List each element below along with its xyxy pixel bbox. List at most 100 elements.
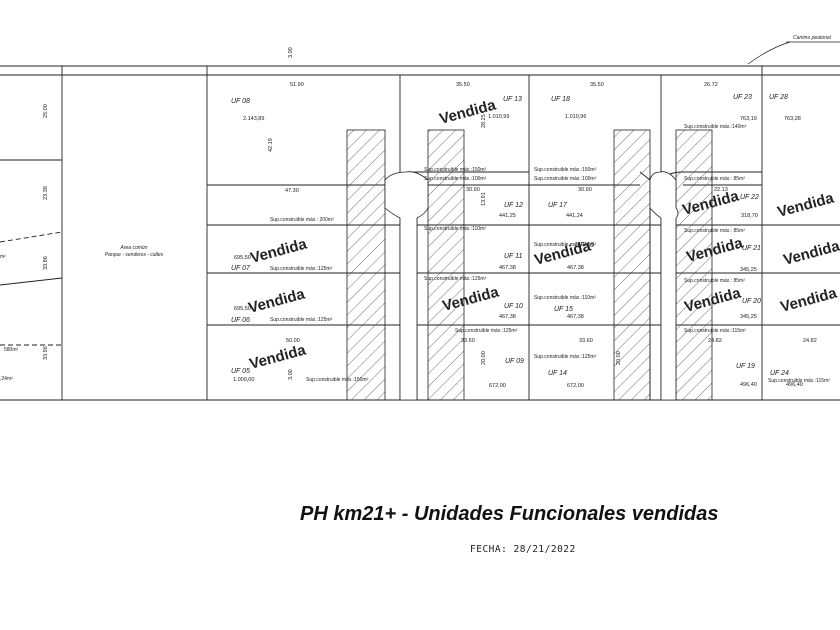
left-edge-labels: m² 580m² ,24m² xyxy=(0,254,19,382)
uf-05-sup: Sup.construible máx.:150m² xyxy=(306,377,369,383)
uf-07-sup: Sup.construible máx.:125m² xyxy=(270,266,333,272)
uf-17-sup: Sup.construible máx.:100m² xyxy=(534,176,597,182)
dim-24: 33.96 xyxy=(43,346,49,360)
path-leader xyxy=(747,41,840,65)
uf-14-area: 672,00 xyxy=(567,383,584,389)
uf-28-label: UF 28 xyxy=(769,94,788,101)
dim-11: 22.13 xyxy=(714,187,728,193)
site-plan: 3.00 51.90 35.50 35.50 26.72 25.00 42.19… xyxy=(0,35,840,401)
dimension-labels: 3.00 51.90 35.50 35.50 26.72 25.00 42.19… xyxy=(43,47,817,380)
uf-17-area: 441,24 xyxy=(566,213,583,219)
uf-22-sup: Sup.construible máx.: 85m² xyxy=(684,176,745,182)
uf-08-label: UF 08 xyxy=(231,98,250,105)
uf-20-sup: Sup.construible máx.: 85m² xyxy=(684,278,745,284)
uf-10-area: 467,38 xyxy=(499,314,516,320)
uf-20-area: 345,25 xyxy=(740,314,757,320)
common-area-detail: Parque - senderos - calles xyxy=(105,252,164,258)
uf-21-area: 345,25 xyxy=(740,267,757,273)
uf-14-sup: Sup.construible máx.:125m² xyxy=(534,354,597,360)
left-area-3: ,24m² xyxy=(0,376,13,382)
dim-21: 3.00 xyxy=(288,369,294,380)
dim-7: 42.19 xyxy=(268,138,274,152)
dim-3: 35.50 xyxy=(456,82,470,88)
dim-23: 33.86 xyxy=(43,256,49,270)
uf-11-sup: Sup.construible máx.:110m² xyxy=(424,226,486,232)
left-area-2: 580m² xyxy=(4,347,19,353)
uf-21-sup: Sup.construible máx.: 85m² xyxy=(684,228,745,234)
uf-19-sup: Sup.construible máx.:115m² xyxy=(684,328,746,334)
dim-15: 33.60 xyxy=(461,338,475,344)
dim-12: 28.25 xyxy=(481,114,487,128)
dim-22: 23.38 xyxy=(43,186,49,200)
dim-19: 20.00 xyxy=(481,351,487,365)
uf-15-sup: Sup.construible máx.:110m² xyxy=(534,295,596,301)
uf-16-area: 467,38 xyxy=(567,265,584,271)
uf-08-area: 2.143,89 xyxy=(243,116,264,122)
uf-12-area: 441,25 xyxy=(499,213,516,219)
uf-24-area: 496,40 xyxy=(786,382,803,388)
uf-05-label: UF 05 xyxy=(231,368,250,375)
uf-07-label: UF 07 xyxy=(231,265,251,272)
sold-stamp-uf06: Vendida xyxy=(247,285,308,316)
plan-date: FECHA: 28/21/2022 xyxy=(470,544,576,555)
common-area-label: Area común Parque - senderos - calles Ca… xyxy=(105,35,832,258)
uf-23-label: UF 23 xyxy=(733,94,752,101)
uf-10-sup: Sup.construible máx.:125m² xyxy=(424,276,487,282)
dim-20: 20.00 xyxy=(616,351,622,365)
uf-19-label: UF 19 xyxy=(736,363,755,370)
uf-23-sup: Sup.construible máx.:140m² xyxy=(684,124,747,130)
uf-11-area: 467,38 xyxy=(499,265,516,271)
uf-10-label: UF 10 xyxy=(504,303,523,310)
uf-24-label: UF 24 xyxy=(770,370,789,377)
dim-5: 26.72 xyxy=(704,82,718,88)
dim-1: 3.00 xyxy=(288,47,294,58)
dim-4: 35.50 xyxy=(590,82,604,88)
uf-17-label: UF 17 xyxy=(548,202,568,209)
uf-18-area: 1.010,96 xyxy=(565,114,586,120)
uf-20-label: UF 20 xyxy=(742,298,761,305)
uf-12-label: UF 12 xyxy=(504,202,523,209)
dim-2: 51.90 xyxy=(290,82,304,88)
uf-06-area: 695,50 xyxy=(234,306,251,312)
sold-stamp-uf27: Vendida xyxy=(776,189,837,220)
uf-14-label: UF 14 xyxy=(548,370,567,377)
plot-boundaries xyxy=(0,65,840,401)
sold-stamps: Vendida Vendida Vendida Vendida Vendida … xyxy=(247,96,840,372)
uf-13-label: UF 13 xyxy=(503,96,522,103)
uf-22-area: 318,70 xyxy=(741,213,758,219)
uf-18-label: UF 18 xyxy=(551,96,570,103)
lot-divisions xyxy=(0,159,840,346)
road-cutout xyxy=(384,171,679,401)
dim-17: 24.82 xyxy=(708,338,722,344)
uf-13-sup: Sup.construible máx.:150m² xyxy=(424,167,487,173)
sold-stamp-uf13: Vendida xyxy=(438,96,499,127)
uf-11-label: UF 11 xyxy=(504,253,523,260)
uf-09-label: UF 09 xyxy=(505,358,524,365)
path-note: Camino peatonal xyxy=(793,35,832,41)
uf-05-area: 1.000,00 xyxy=(233,377,254,383)
uf-13-area: 1.010,99 xyxy=(488,114,509,120)
left-area-1: m² xyxy=(0,254,6,260)
uf-23-area: 763,19 xyxy=(740,116,757,122)
uf-22-label: UF 22 xyxy=(740,194,759,201)
uf-09-sup: Sup.construible máx.:125m² xyxy=(455,328,518,334)
unit-labels: UF 08 2.143,89 Sup.construible máx.: 200… xyxy=(231,94,830,389)
dim-8: 47.30 xyxy=(285,188,299,194)
uf-15-area: 467,38 xyxy=(567,314,584,320)
uf-08-sup: Sup.construible máx.: 200m² xyxy=(270,217,334,223)
sold-stamp-uf07: Vendida xyxy=(249,235,310,266)
uf-19-area: 496,40 xyxy=(740,382,757,388)
uf-15-label: UF 15 xyxy=(554,306,573,313)
dim-13: 13.91 xyxy=(481,192,487,206)
sold-stamp-uf25: Vendida xyxy=(779,284,840,315)
uf-06-label: UF 06 xyxy=(231,317,250,324)
common-area-title: Area común xyxy=(120,245,148,251)
dim-10: 30.90 xyxy=(578,187,592,193)
dim-6: 25.00 xyxy=(43,104,49,118)
uf-28-area: 763,28 xyxy=(784,116,801,122)
dim-16: 33.60 xyxy=(579,338,593,344)
uf-09-area: 672,00 xyxy=(489,383,506,389)
dim-9: 30.90 xyxy=(466,187,480,193)
dim-18: 24.82 xyxy=(803,338,817,344)
uf-16-label: UF 16 xyxy=(575,242,594,249)
